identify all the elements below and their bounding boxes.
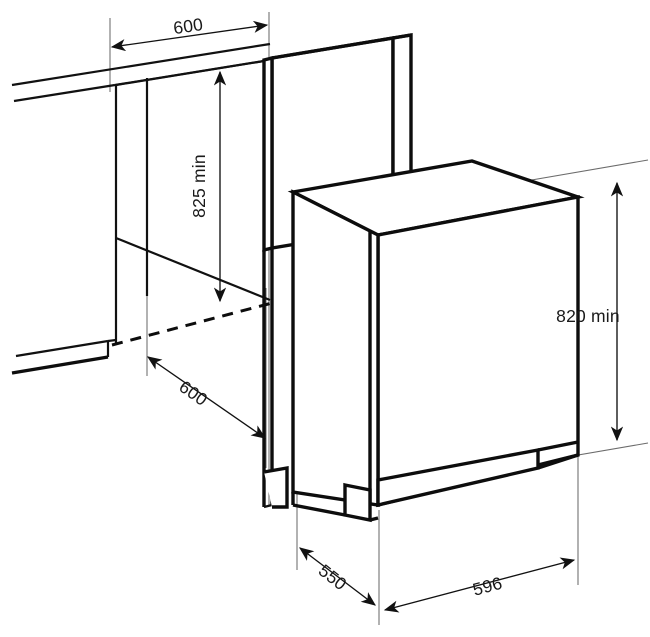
side-panel-right-front-edge [262,55,274,253]
dimension-niche-height: 825 min [189,70,227,303]
dimension-line-600-depth [147,356,266,439]
right-wall-kick-notch [263,465,289,509]
dimension-label-600-depth: 600 [175,376,211,410]
worktop [11,42,271,103]
dimension-niche-depth: 600 [147,356,266,439]
dimension-label-825-min: 825 min [189,154,209,218]
cabinet-niche [11,58,271,375]
plinth-step-link [107,338,117,343]
dishwasher-base-front-left [292,503,346,517]
dimension-line-550 [299,547,376,606]
dimension-label-550: 550 [315,560,351,594]
dimension-label-596: 596 [470,573,504,600]
extension-line-820-top [519,159,649,183]
plinth-front-edge-left [11,355,109,375]
dishwasher-right-face [376,194,580,508]
dimension-line-596 [383,557,576,613]
dimension-label-820-min: 820 min [556,306,620,326]
dishwasher-front-base-notch [343,482,372,523]
hidden-floor-edge [111,301,273,347]
dimension-appliance-height: 820 min [556,181,624,442]
dimension-appliance-depth: 550 [299,547,376,606]
side-panel-right-top-sliver [271,33,412,60]
niche-bottom-diagonal [115,236,271,302]
niche-right-wall [262,248,289,509]
dishwasher-body [287,159,585,523]
dimension-niche-width-top: 600 [110,14,269,52]
dimension-appliance-width: 596 [383,557,576,613]
kickplate-right-bottom [537,453,579,470]
right-wall-bottom-cap [263,503,273,509]
dimension-label-600-top: 600 [172,14,204,38]
dishwasher-door-face [291,189,380,507]
worktop-front-edge [13,83,116,103]
kickplate-right-top [537,440,579,452]
hidden-edge-niche-floor [111,301,273,347]
worktop-top-edge [11,42,271,87]
dimension-line-600-top [110,20,269,52]
floor-line-left-upper [15,339,109,358]
niche-top-inner-edge [115,58,271,87]
dishwasher-base-corner-link [369,516,379,522]
